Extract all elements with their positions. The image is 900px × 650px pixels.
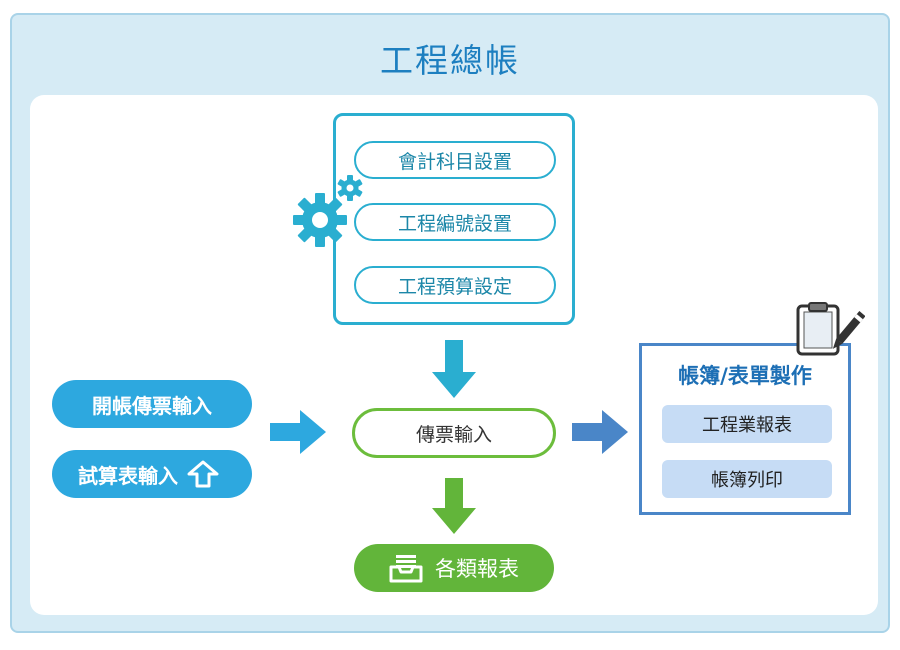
inbox-tray-icon [389, 555, 423, 583]
trial-balance-input-button[interactable]: 試算表輸入 [52, 450, 252, 498]
setup-item-account[interactable]: 會計科目設置 [354, 141, 556, 179]
voucher-input-node[interactable]: 傳票輸入 [352, 408, 556, 458]
setup-item-budget[interactable]: 工程預算設定 [354, 266, 556, 304]
arrow-right-voucher [572, 410, 628, 454]
arrow-right-inputs [270, 410, 326, 454]
report-panel: 帳簿/表單製作 工程業報表 帳簿列印 [639, 343, 851, 515]
all-reports-button[interactable]: 各類報表 [354, 544, 554, 592]
project-report-button[interactable]: 工程業報表 [662, 405, 832, 443]
trial-balance-label: 試算表輸入 [78, 463, 178, 488]
gears-icon [293, 175, 363, 247]
setup-item-project-code[interactable]: 工程編號設置 [354, 203, 556, 241]
opening-voucher-input-button[interactable]: 開帳傳票輸入 [52, 380, 252, 428]
arrow-down-setup [432, 340, 476, 398]
clipboard-pen-icon [796, 302, 865, 356]
diagram-title: 工程總帳 [380, 41, 520, 80]
all-reports-label: 各類報表 [435, 557, 519, 581]
setup-group: 會計科目設置 工程編號設置 工程預算設定 [333, 113, 575, 325]
ledger-print-button[interactable]: 帳簿列印 [662, 460, 832, 498]
arrow-down-reports [432, 478, 476, 534]
upload-arrow-icon [187, 460, 219, 488]
report-panel-title: 帳簿/表單製作 [678, 364, 812, 388]
